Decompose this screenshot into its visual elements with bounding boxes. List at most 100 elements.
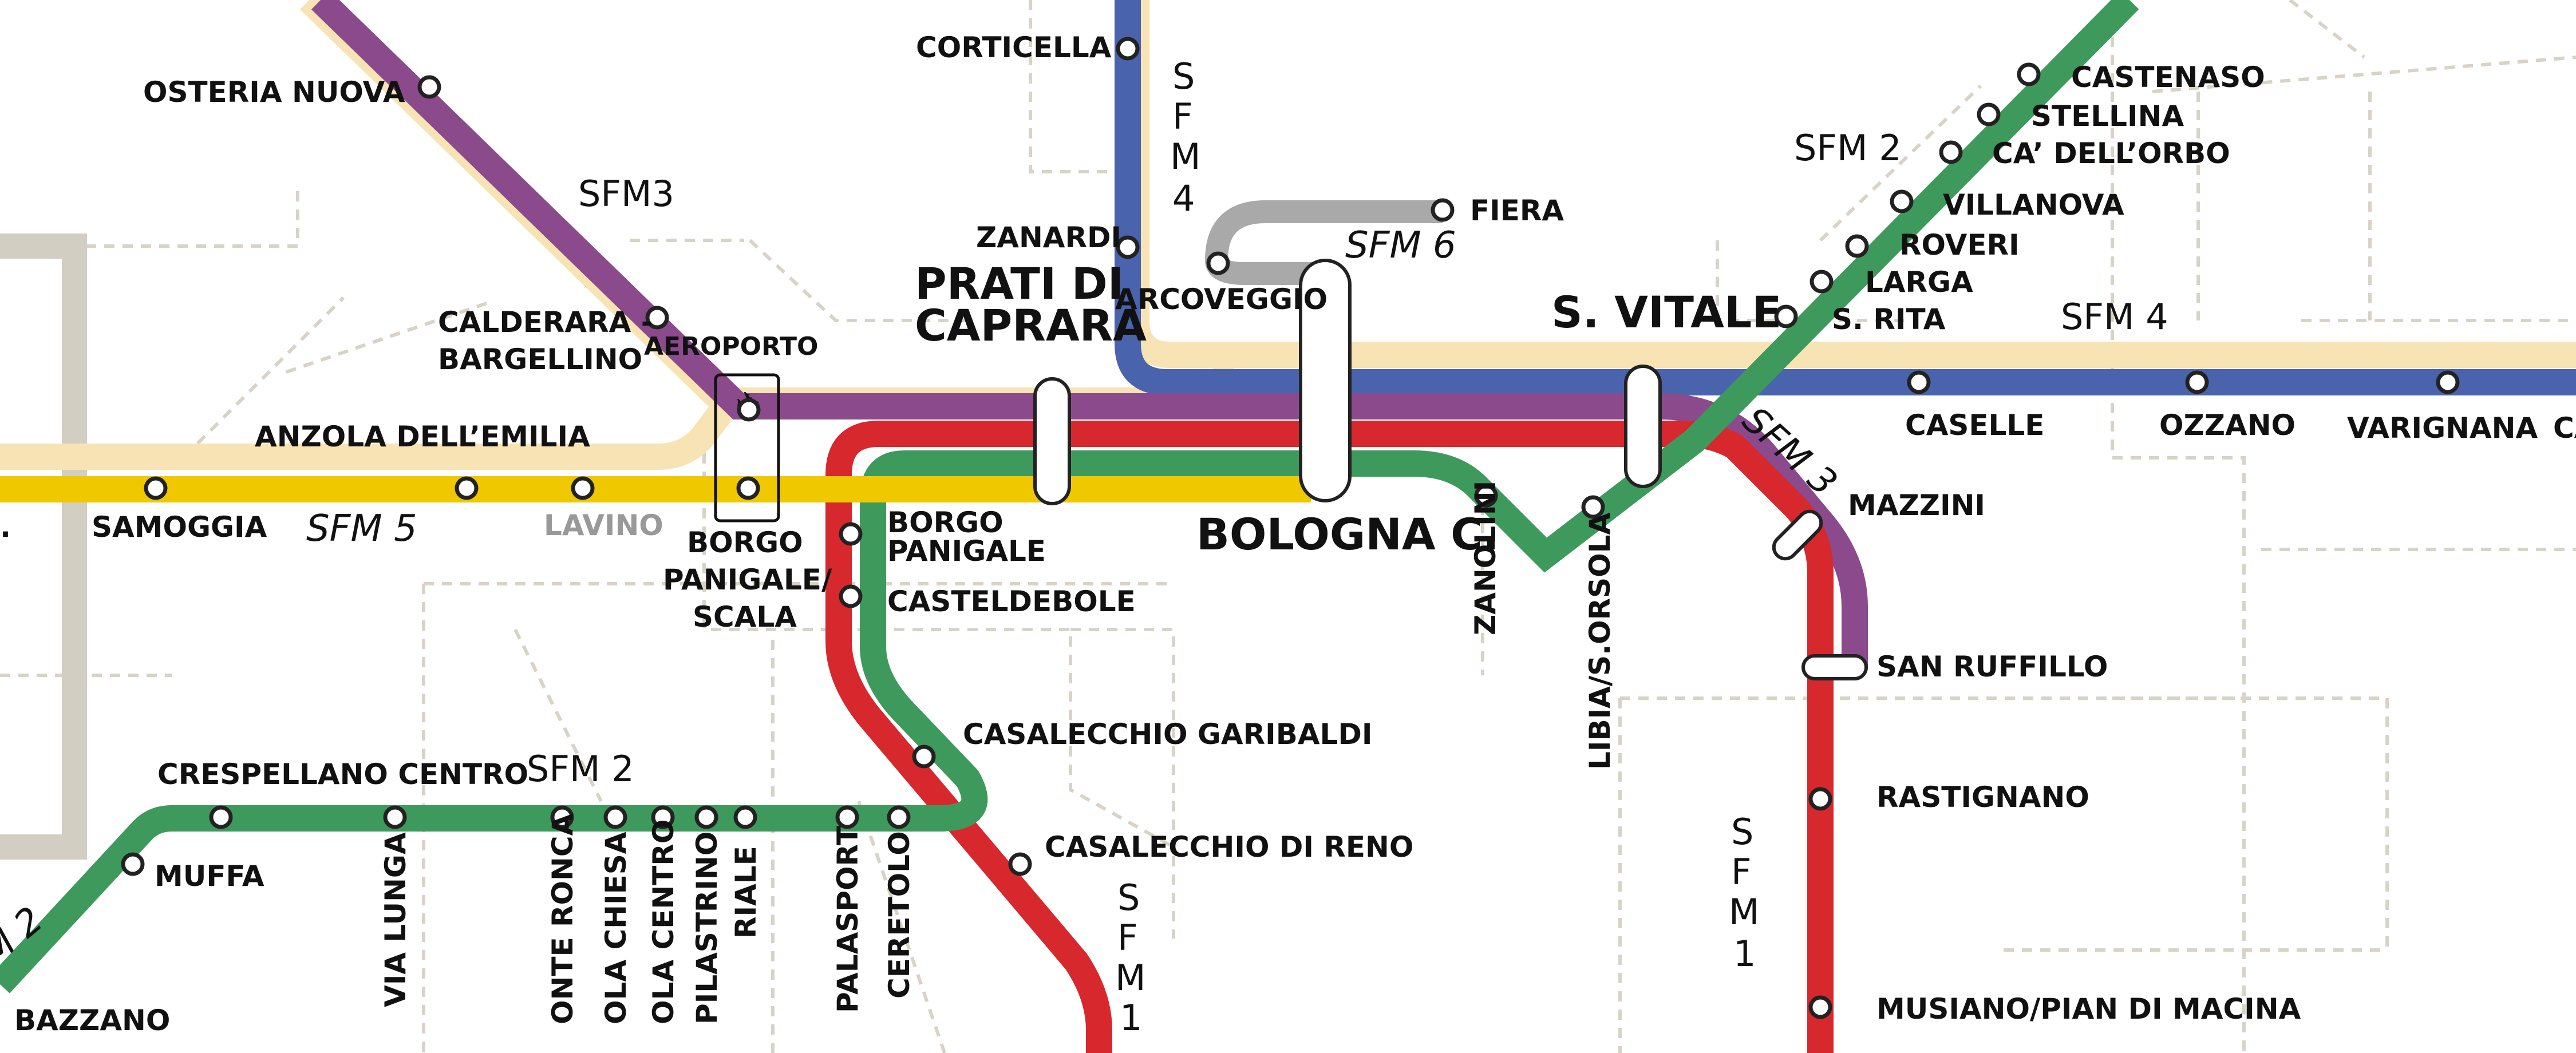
station-label-muffa[interactable]: MUFFA [155,860,264,893]
station-label-palasport[interactable]: PALASPORT [831,826,864,1013]
line-label-sfm5: SFM 5 [306,508,417,550]
line-label-sfm6: SFM 6 [1345,224,1456,267]
station-dot-villanova[interactable] [1890,189,1914,213]
interchange-s-vitale[interactable] [1624,365,1662,488]
interchange-bologna-centrale[interactable] [1299,259,1352,502]
station-label-borgo-scala-2[interactable]: PANIGALE/ [663,563,832,596]
station-dot-fiera[interactable] [1431,198,1455,222]
station-dot-borgo-panigale-scala[interactable] [736,476,760,500]
station-dot-musiano[interactable] [1808,995,1832,1019]
station-label-crespellano[interactable]: CRESPELLANO CENTRO [157,758,528,791]
station-dot-castenaso[interactable] [2017,62,2041,86]
station-label-borgo-panigale-1[interactable]: BORGO [887,506,1003,539]
station-dot-anzola[interactable] [455,476,479,500]
station-label-larga[interactable]: LARGA [1865,266,1973,299]
station-label-rastignano[interactable]: RASTIGNANO [1876,781,2089,814]
station-label-casteldebole[interactable]: CASTELDEBOLE [887,585,1136,618]
station-dot-casalecchio-garibaldi[interactable] [912,745,936,769]
interchange-san-ruffillo[interactable] [1801,654,1868,680]
station-dot-zanolini[interactable] [1474,484,1498,508]
station-dot-casteldebole[interactable] [839,584,863,608]
station-label-pilastrino[interactable]: PILASTRINO [690,832,724,1024]
station-label-s-vitale[interactable]: S. VITALE [1551,287,1781,338]
station-label-bologna-centrale[interactable]: BOLOGNA C. [1196,509,1499,560]
station-dot-roveri[interactable] [1845,234,1869,258]
station-label-calderara-1[interactable]: CALDERARA - [438,306,653,339]
station-dot-libia[interactable] [1581,495,1605,519]
station-dot-via-lunga[interactable] [383,805,407,829]
station-label-stellina[interactable]: STELLINA [2031,100,2184,133]
station-dot-varignana[interactable] [2436,370,2460,394]
station-dot-muffa[interactable] [121,852,145,876]
station-label-osteria-nuova[interactable]: OSTERIA NUOVA [143,76,405,109]
station-label-borgo-scala-3[interactable]: SCALA [693,600,797,634]
station-label-libia[interactable]: LIBIA/S.ORSOLA [1583,512,1617,770]
station-label-varignana[interactable]: VARIGNANA [2347,411,2538,445]
station-dot-palasport[interactable] [835,805,859,829]
station-label-via-lunga[interactable]: VIA LUNGA [379,832,412,1007]
line-label-sfm4-vertical-m: M [1170,136,1201,177]
station-label-prati-1[interactable]: PRATI DI [915,258,1124,309]
station-label-villanova[interactable]: VILLANOVA [1943,188,2124,221]
station-label-aeroporto[interactable]: AEROPORTO [644,332,818,361]
station-dot-caselle[interactable] [1907,370,1931,394]
sfm4-cream-anzola [0,381,749,470]
station-label-arcoveggio[interactable]: ARCOVEGGIO [1115,283,1327,316]
station-dot-calderara[interactable] [645,306,669,330]
station-dot-ca-dellorbo[interactable] [1939,140,1963,164]
station-dot-pilastrino[interactable] [694,805,718,829]
station-label-mazzini[interactable]: MAZZINI [1848,489,1985,522]
station-label-ceretolo[interactable]: CERETOLO [883,831,916,999]
station-label-ca-dellorbo[interactable]: CA’ DELL’ORBO [1992,137,2230,170]
station-dot-lavino[interactable] [571,476,595,500]
station-label-zola-centro[interactable]: OLA CENTRO [647,820,680,1024]
station-dot-arcoveggio[interactable] [1206,251,1230,275]
station-dot-rastignano[interactable] [1808,787,1832,811]
station-label-bazzano[interactable]: BAZZANO [14,1004,170,1037]
station-label-musiano[interactable]: MUSIANO/PIAN DI MACINA [1876,992,2301,1026]
station-dot-ozzano[interactable] [2185,370,2209,394]
station-label-zola-chiesa[interactable]: OLA CHIESA [599,832,633,1024]
station-label-casalecchio-reno[interactable]: CASALECCHIO DI RENO [1045,830,1413,864]
station-dot-s-rita[interactable] [1774,304,1798,328]
sfm2-green-line [0,0,2139,993]
station-label-borgo-panigale-2[interactable]: PANIGALE [887,535,1046,568]
station-dot-osteria-nuova[interactable] [417,75,441,99]
station-label-zanardi[interactable]: ZANARDI [976,221,1121,254]
station-label-roveri[interactable]: ROVERI [1899,228,2020,262]
station-dot-aeroporto[interactable] [737,398,761,422]
station-dot-crespellano[interactable] [209,805,233,829]
station-dot-samoggia[interactable] [144,476,168,500]
station-label-zanolini[interactable]: ZANOLINI [1469,481,1502,635]
station-dot-ceretolo[interactable] [887,805,911,829]
station-dot-ponte-ronca[interactable] [550,805,574,829]
station-label-s-rita[interactable]: S. RITA [1832,303,1946,336]
interchange-prati-di-caprara[interactable] [1033,377,1071,505]
station-label-corticella[interactable]: CORTICELLA [916,31,1112,64]
station-label-anzola[interactable]: ANZOLA DELL’EMILIA [255,420,590,453]
station-label-riale[interactable]: RIALE [729,846,762,939]
station-label-fiera[interactable]: FIERA [1470,194,1564,227]
station-label-castenaso[interactable]: CASTENASO [2071,61,2265,94]
station-dot-zola-centro[interactable] [651,805,675,829]
aeroporto-interchange-box[interactable] [714,373,780,522]
station-label-ponte-ronca[interactable]: ONTE RONCA [546,813,579,1024]
station-dot-borgo-panigale[interactable] [839,522,863,546]
station-dot-casalecchio-reno[interactable] [1008,852,1032,876]
station-dot-zanardi[interactable] [1116,235,1140,259]
interchange-mazzini[interactable] [1769,507,1826,564]
station-label-san-ruffillo[interactable]: SAN RUFFILLO [1876,650,2108,683]
station-label-calderara-2[interactable]: BARGELLINO [438,343,642,376]
station-label-borgo-scala-1[interactable]: BORGO [687,526,803,559]
station-dot-riale[interactable] [733,805,757,829]
station-label-lavino[interactable]: LAVINO [544,509,663,542]
station-label-casalecchio-garibaldi[interactable]: CASALECCHIO GARIBALDI [963,718,1372,751]
station-dot-larga[interactable] [1809,270,1834,294]
station-dot-corticella[interactable] [1116,37,1140,61]
station-label-ozzano[interactable]: OZZANO [2159,409,2296,442]
station-label-prati-2[interactable]: CAPRARA [915,300,1147,351]
station-dot-stellina[interactable] [1977,102,2001,126]
station-label-caselle[interactable]: CASELLE [1905,409,2044,442]
station-dot-zola-chiesa[interactable] [603,805,627,829]
station-label-samoggia[interactable]: SAMOGGIA [92,510,267,544]
